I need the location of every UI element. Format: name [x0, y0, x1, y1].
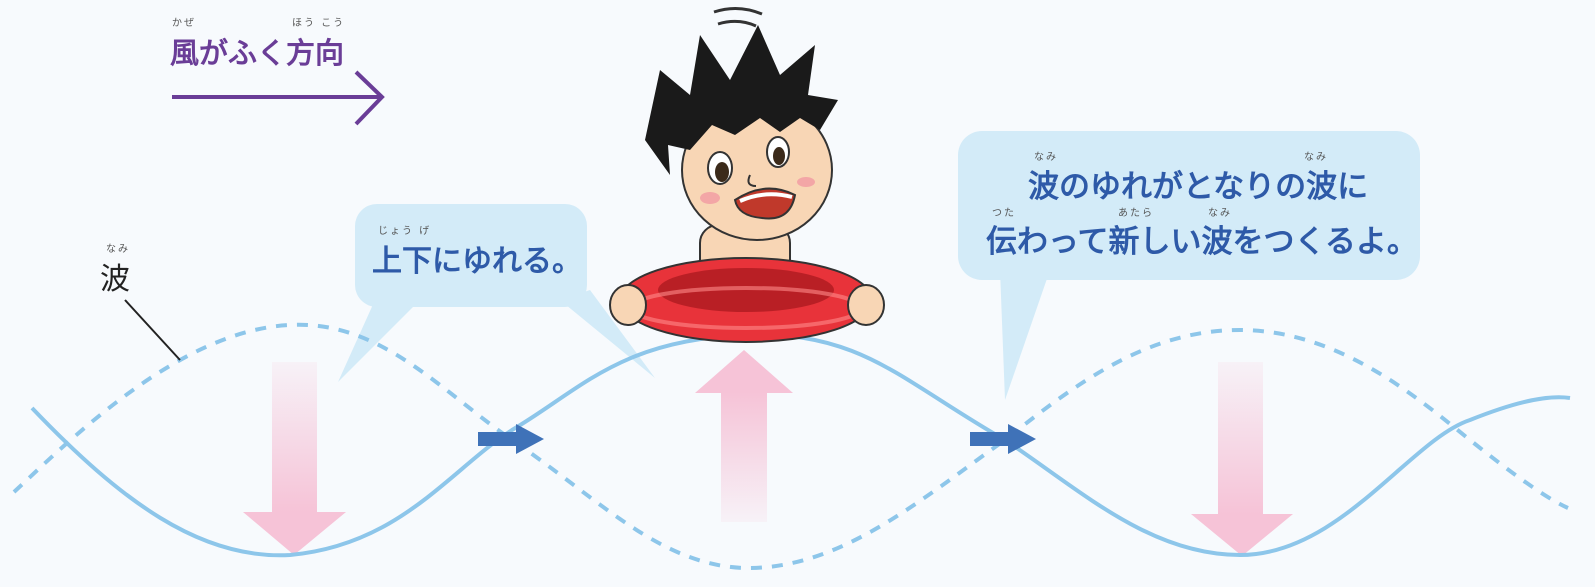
ruby-atara: あたら [1118, 208, 1154, 219]
bubble-right [958, 131, 1420, 400]
dashed-wave [12, 322, 1569, 571]
pink-down-arrow [243, 362, 346, 555]
ruby-kaze: かぜ [172, 18, 196, 29]
ruby-nami-2: なみ [1304, 152, 1328, 163]
wind-direction-label: 風がふく方向 [170, 36, 345, 70]
solid-wave [30, 332, 1571, 558]
ruby-tsuta: つた [992, 208, 1016, 219]
ruby-nami-1: なみ [1034, 152, 1058, 163]
boy-in-swim-ring [609, 7, 885, 343]
bubble-right-line1: 波のゆれがとなりの波に [1028, 169, 1369, 205]
ruby-jouge: じょう げ [378, 226, 432, 237]
bubble-left-text: 上下にゆれる。 [372, 244, 582, 279]
blue-right-arrow [970, 424, 1036, 454]
pink-down-arrow [1191, 362, 1293, 556]
wave-label-pointer [124, 299, 181, 361]
ruby-nami: なみ [106, 244, 130, 255]
bubble-right-line2: 伝わって新しい波をつくるよ。 [986, 224, 1418, 260]
pink-up-arrow [695, 350, 793, 522]
blue-right-arrow [478, 424, 544, 454]
wave-label: 波 [100, 262, 130, 297]
ruby-nami-3: なみ [1208, 208, 1232, 219]
ruby-houkou: ほう こう [292, 18, 346, 29]
wind-direction-arrow [172, 70, 385, 126]
